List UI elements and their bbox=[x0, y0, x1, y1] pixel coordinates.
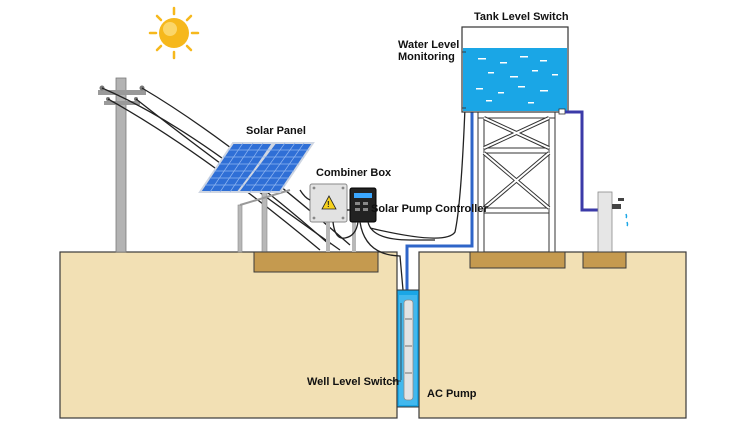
tank-level-switch-label: Tank Level Switch bbox=[474, 11, 569, 23]
combiner-box: ! bbox=[309, 183, 348, 223]
ground-left-fill bbox=[61, 253, 396, 417]
svg-text:!: ! bbox=[327, 200, 330, 209]
warning-icon bbox=[321, 195, 337, 210]
utility-pole bbox=[98, 77, 146, 253]
footing-faucet bbox=[582, 251, 627, 269]
ac-pump bbox=[400, 299, 414, 401]
solar-pump-controller-label: Solar Pump Controller bbox=[371, 203, 488, 215]
leader-lines bbox=[392, 30, 466, 382]
water-level-label-line1: Water Level bbox=[398, 39, 459, 51]
solar-panel-label: Solar Panel bbox=[246, 125, 306, 137]
ac-pump-label: AC Pump bbox=[427, 388, 477, 400]
faucet-icon bbox=[597, 191, 629, 253]
solar-panel-stand bbox=[237, 189, 291, 253]
control-wiring bbox=[299, 189, 435, 291]
combiner-box-label: Combiner Box bbox=[316, 167, 392, 179]
solar-pump-controller bbox=[349, 187, 377, 223]
footing-tower bbox=[469, 251, 566, 269]
outlet-pipe bbox=[565, 110, 600, 212]
water-level-label-line2: Monitoring bbox=[398, 51, 455, 63]
well-level-switch-label: Well Level Switch bbox=[307, 376, 399, 388]
water-tank bbox=[461, 26, 569, 115]
sun-icon bbox=[148, 6, 200, 60]
footing-panel bbox=[253, 251, 379, 273]
solar-panel bbox=[198, 142, 315, 193]
tank-tower bbox=[477, 111, 556, 253]
